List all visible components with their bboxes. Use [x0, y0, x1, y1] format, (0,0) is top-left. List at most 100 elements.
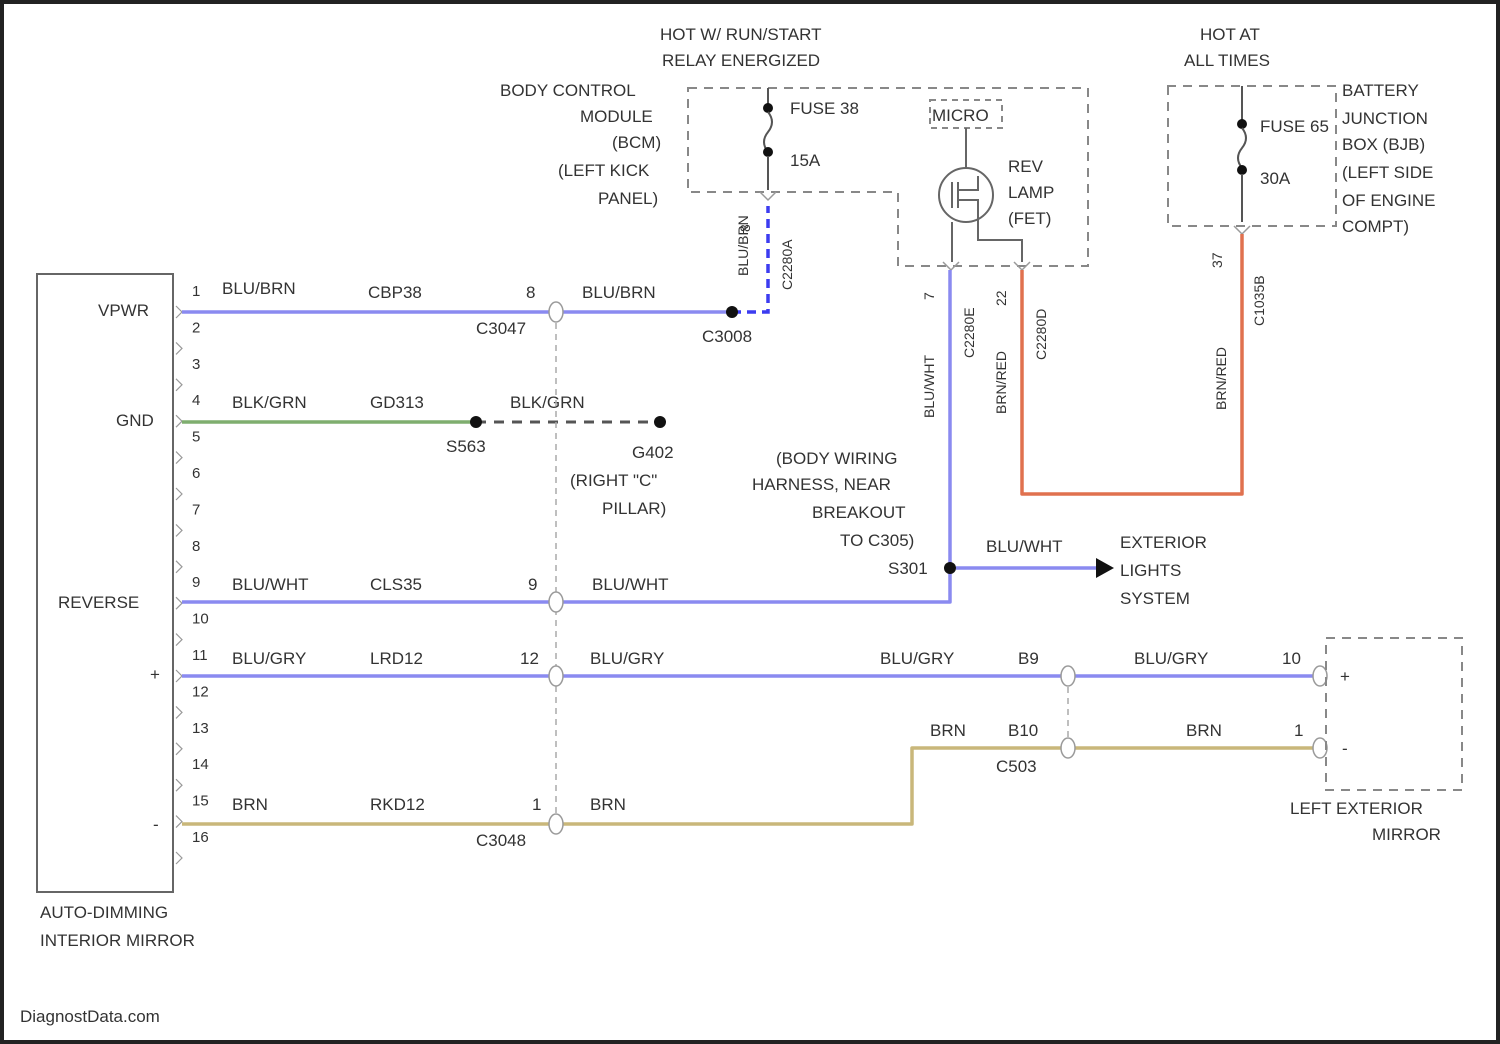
row11-wire2: BLU/GRY	[590, 649, 664, 668]
row4-ground-3: PILLAR)	[602, 499, 666, 518]
mirror-pin-tick	[176, 415, 182, 427]
row4-ground: G402	[632, 443, 674, 462]
row15-pin3: 1	[1294, 721, 1303, 740]
fuse-65-name: FUSE 65	[1260, 117, 1329, 136]
mirror-pin-tick	[176, 306, 182, 318]
connector-pin	[1313, 666, 1327, 686]
reverse-wire	[182, 270, 950, 602]
mirror-pin-number: 15	[192, 793, 209, 810]
mirror-pin-number: 16	[192, 829, 209, 846]
hot-run-label-1: HOT W/ RUN/START	[660, 25, 822, 44]
mirror-pin-tick	[176, 342, 182, 354]
bcm-label-3: (BCM)	[612, 133, 661, 152]
bjb-connector: C1035B	[1251, 275, 1267, 326]
row15-connector: C3048	[476, 831, 526, 850]
mirror-minus-circuit: BRN RKD12 1 C3048 BRN BRN B10 C503 BRN 1	[182, 721, 1322, 850]
row15-wire: BRN	[232, 795, 268, 814]
breakout-label-1: (BODY WIRING	[776, 449, 898, 468]
row1-splice: C3008	[702, 327, 752, 346]
mirror-plus-circuit: BLU/GRY LRD12 12 BLU/GRY BLU/GRY B9 BLU/…	[182, 649, 1322, 676]
rev-lamp-fet: MICRO REV LAMP (FET) 7 BLU/WHT C2280E 22…	[921, 100, 1054, 418]
row15-circuit: RKD12	[370, 795, 425, 814]
row1-pin: 8	[526, 283, 535, 302]
mirror-pin-number: 4	[192, 392, 200, 409]
ext-mirror-minus: -	[1342, 739, 1348, 758]
row15-wire4: BRN	[1186, 721, 1222, 740]
ext-mirror-label-1: LEFT EXTERIOR	[1290, 799, 1423, 818]
bjb-label-5: OF ENGINE	[1342, 191, 1436, 210]
bcm-label-2: MODULE	[580, 107, 653, 126]
fet-symbol	[939, 168, 993, 222]
row11-wire3: BLU/GRY	[880, 649, 954, 668]
micro-conn-a: C2280E	[961, 307, 977, 358]
mirror-pin-tick	[176, 816, 182, 828]
bjb-label-1: BATTERY	[1342, 81, 1419, 100]
row11-wire4: BLU/GRY	[1134, 649, 1208, 668]
hot-run-label-2: RELAY ENERGIZED	[662, 51, 820, 70]
row11-pin2: B9	[1018, 649, 1039, 668]
breakout-wire: BLU/WHT	[986, 537, 1063, 556]
bcm-wire-label: BLU/BRN	[735, 215, 751, 276]
auto-dimming-interior-mirror: AUTO-DIMMING INTERIOR MIRROR VPWR GND RE…	[37, 274, 209, 950]
row9-wire: BLU/WHT	[232, 575, 309, 594]
row1-wire2: BLU/BRN	[582, 283, 656, 302]
breakout-splice: S301	[888, 559, 928, 578]
row11-pin: 12	[520, 649, 539, 668]
bjb-label-4: (LEFT SIDE	[1342, 163, 1433, 182]
mirror-pin-number: 11	[192, 647, 208, 664]
fuse-38-amp: 15A	[790, 151, 821, 170]
row4-splice: S563	[446, 437, 486, 456]
mirror-pin-tick	[176, 779, 182, 791]
mirror-label-reverse: REVERSE	[58, 593, 139, 612]
watermark: DiagnostData.com	[20, 1007, 160, 1026]
micro-label: MICRO	[932, 106, 989, 125]
brn-red-wire	[1022, 234, 1242, 494]
connector-pin	[1061, 738, 1075, 758]
exterior-lights-3: SYSTEM	[1120, 589, 1190, 608]
mirror-pin-number: 10	[192, 611, 209, 628]
fuse-38-name: FUSE 38	[790, 99, 859, 118]
micro-conn-b: C2280D	[1033, 309, 1049, 360]
battery-junction-box: FUSE 65 30A 37 C1035B BRN/RED BATTERY JU…	[1168, 81, 1436, 410]
body-control-module: BODY CONTROL MODULE (BCM) (LEFT KICK PAN…	[500, 81, 1088, 290]
splice-s563	[470, 416, 482, 428]
arrow-icon	[1096, 558, 1114, 578]
connector-pin	[549, 666, 563, 686]
bjb-boundary	[1168, 86, 1336, 226]
mirror-pin-number: 9	[192, 574, 200, 591]
mirror-label-minus: -	[153, 815, 159, 834]
row15-connector2: C503	[996, 757, 1037, 776]
micro-wire-b: BRN/RED	[993, 351, 1009, 414]
connector-pin	[1061, 666, 1075, 686]
gnd-circuit: BLK/GRN GD313 S563 BLK/GRN G402 (RIGHT "…	[182, 393, 674, 518]
mirror-box	[37, 274, 173, 892]
row15-wire3: BRN	[930, 721, 966, 740]
mirror-pin-tick	[176, 634, 182, 646]
splice-s301	[944, 562, 956, 574]
ground-g402	[654, 416, 666, 428]
mirror-label-plus: +	[150, 665, 160, 684]
row11-pin3: 10	[1282, 649, 1301, 668]
row15-wire2: BRN	[590, 795, 626, 814]
mirror-pin-tick	[176, 852, 182, 864]
mirror-pin-tick	[176, 452, 182, 464]
fuse-65-amp: 30A	[1260, 169, 1291, 188]
rev-lamp-label-3: (FET)	[1008, 209, 1051, 228]
bcm-label-5: PANEL)	[598, 189, 658, 208]
row15-pin2: B10	[1008, 721, 1038, 740]
mirror-pin-tick	[176, 706, 182, 718]
connector-pin	[549, 592, 563, 612]
mirror-pin-tick	[176, 561, 182, 573]
bcm-label-1: BODY CONTROL	[500, 81, 636, 100]
mirror-pin-number: 3	[192, 356, 200, 373]
connector-pin	[549, 302, 563, 322]
micro-pin-b: 22	[993, 290, 1009, 306]
mirror-pin-tick	[176, 597, 182, 609]
mirror-pin-number: 7	[192, 501, 200, 518]
row11-wire: BLU/GRY	[232, 649, 306, 668]
mirror-pin-tick	[176, 379, 182, 391]
ext-mirror-boundary	[1326, 638, 1462, 790]
bjb-wire: BRN/RED	[1213, 347, 1229, 410]
